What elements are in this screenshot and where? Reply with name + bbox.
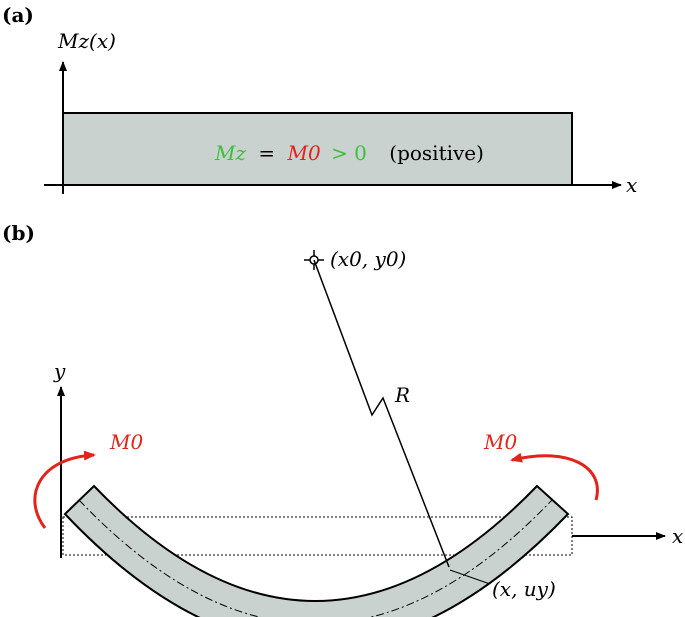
mz-symbol: Mz <box>214 141 246 165</box>
right-moment-label: M0 <box>483 430 517 454</box>
left-moment-arrow <box>33 450 96 529</box>
panel-a-label: (a) <box>2 3 34 27</box>
panel-b-y-axis-label: y <box>53 359 66 383</box>
point-label: (x, uy) <box>492 577 556 601</box>
radius-label: R <box>394 383 410 407</box>
m0-symbol: M0 <box>287 141 321 165</box>
greater-than-zero: > 0 <box>331 141 367 165</box>
neutral-axis <box>78 499 553 617</box>
center-label: (x0, y0) <box>330 247 406 271</box>
panel-a-x-axis-label: x <box>626 173 637 197</box>
positive-note: (positive) <box>389 141 484 165</box>
right-moment-arrow <box>510 452 599 501</box>
equals-sign: = <box>258 141 275 165</box>
moment-equation: Mz = M0 > 0 (positive) <box>214 141 484 165</box>
radius-line <box>313 259 450 568</box>
bent-beam <box>63 484 570 617</box>
point-leader-line <box>449 569 491 585</box>
panel-a-y-axis-label: Mz(x) <box>57 29 116 53</box>
panel-b-x-axis-label: x <box>672 524 683 548</box>
panel-b-label: (b) <box>2 221 35 245</box>
left-moment-label: M0 <box>109 430 143 454</box>
moment-diagram-area <box>62 112 573 186</box>
